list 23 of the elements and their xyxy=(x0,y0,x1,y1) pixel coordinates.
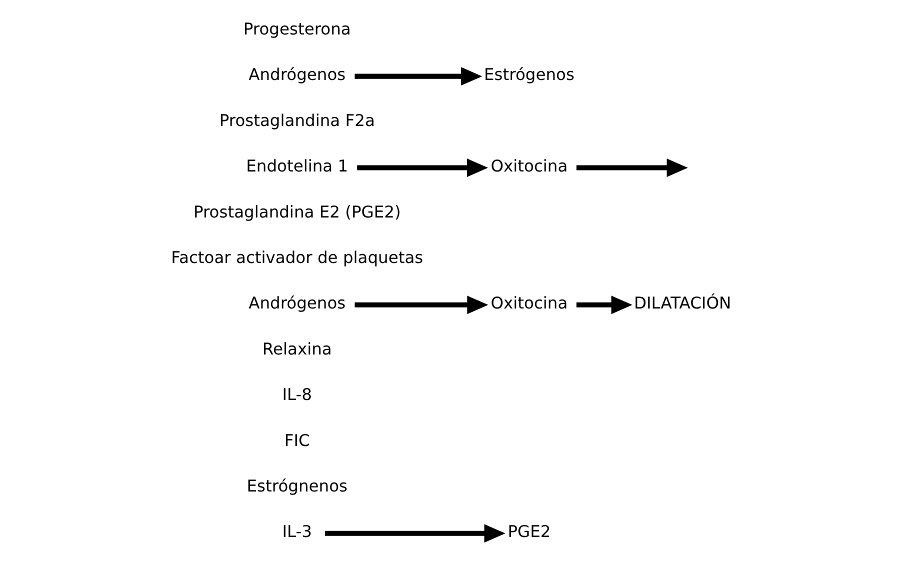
node-text: Progesterona xyxy=(242,19,350,38)
node-text: Estrógenos xyxy=(484,65,574,84)
node-text: FIC xyxy=(284,430,310,450)
node-text: Endotelina 1 xyxy=(246,156,348,176)
node-text: Andrógenos xyxy=(248,65,346,84)
node-text: Relaxina xyxy=(262,339,332,358)
node-text: Prostaglandina F2a xyxy=(218,110,374,130)
arrow xyxy=(576,158,688,177)
node-text: Oxitocina xyxy=(490,294,568,313)
arrow xyxy=(354,296,488,314)
arrow xyxy=(324,524,505,543)
node-text: DILATACIÓN xyxy=(633,294,731,313)
node-text: IL-8 xyxy=(282,385,312,404)
arrow xyxy=(354,67,482,86)
node-text: PGE2 xyxy=(507,522,550,542)
node-text: Andrógenos xyxy=(248,294,346,313)
arrow xyxy=(576,296,632,314)
node-text: Prostaglandina E2 (PGE2) xyxy=(192,202,400,222)
node-text: Estrógnenos xyxy=(246,476,347,496)
node-text: Factoar activador de plaquetas xyxy=(170,248,423,268)
node-text: IL-3 xyxy=(282,522,312,542)
arrow xyxy=(356,158,488,177)
node-text: Oxitocina xyxy=(490,156,568,176)
